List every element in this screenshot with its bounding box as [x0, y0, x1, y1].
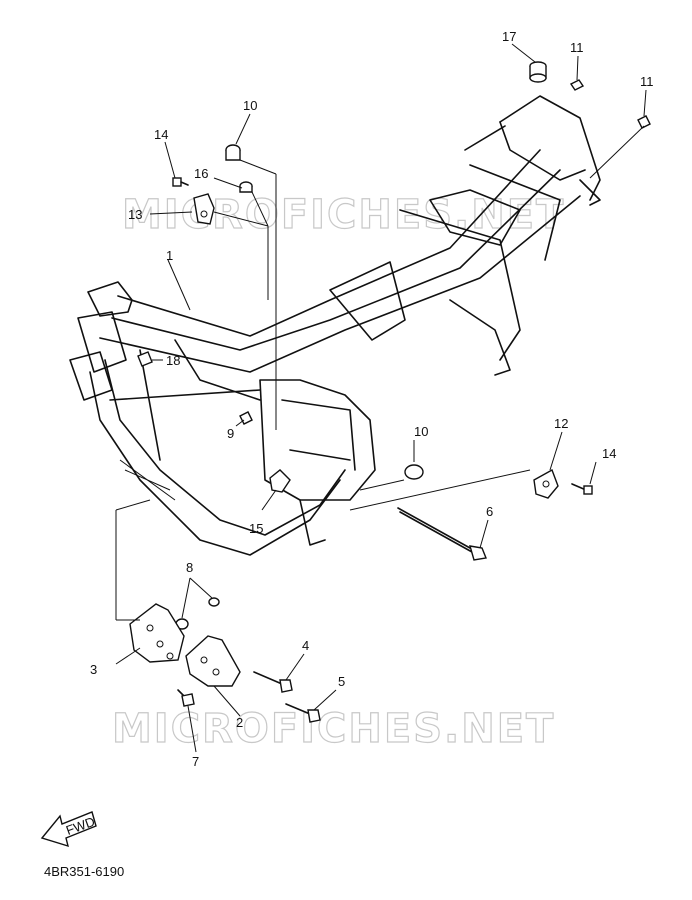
callout-13: 13	[128, 207, 142, 222]
callout-14-upper: 14	[154, 127, 168, 142]
callout-15: 15	[249, 521, 263, 536]
part-10-collar-b	[404, 464, 424, 480]
callout-11-left: 11	[570, 40, 584, 55]
part-13-bracket	[193, 193, 215, 225]
fwd-arrow: FWD	[40, 811, 97, 848]
watermark-bottom: MICROFICHES.NET	[112, 706, 555, 752]
callout-9: 9	[227, 426, 234, 441]
callout-2: 2	[236, 715, 243, 730]
part-18-clip	[137, 351, 153, 367]
part-2-engine-bracket	[185, 635, 241, 687]
callout-16: 16	[194, 166, 208, 181]
part-10-collar-a	[225, 144, 241, 161]
callout-8: 8	[186, 560, 193, 575]
callouts: 1 2 3 4 5 6 7 8 9 10 10 11 11 12 13 14 1…	[90, 29, 654, 769]
fwd-label: FWD	[64, 814, 97, 838]
callout-12: 12	[554, 416, 568, 431]
part-4-bolt	[253, 671, 293, 693]
part-16-collar	[239, 181, 253, 193]
part-11-cap-a	[569, 79, 585, 91]
main-frame	[69, 95, 601, 556]
part-14-bolt-a	[172, 177, 189, 187]
part-3-engine-bracket	[129, 603, 185, 663]
part-11-cap-b	[637, 115, 651, 129]
part-7-bolt	[177, 689, 195, 707]
callout-5: 5	[338, 674, 345, 689]
callout-14-lower: 14	[602, 446, 616, 461]
callout-6: 6	[486, 504, 493, 519]
part-17-damper	[529, 61, 547, 83]
callout-17: 17	[502, 29, 516, 44]
callout-10-upper: 10	[243, 98, 257, 113]
callout-11-right: 11	[640, 74, 654, 89]
leader-lines	[115, 43, 647, 753]
callout-1: 1	[166, 248, 173, 263]
callout-7: 7	[192, 754, 199, 769]
part-15-bracket	[269, 469, 291, 493]
part-14-bolt-b	[571, 483, 593, 495]
part-8-collars	[175, 597, 220, 630]
callout-10-lower: 10	[414, 424, 428, 439]
callout-3: 3	[90, 662, 97, 677]
part-6-long-bolt	[397, 507, 487, 561]
figure-code: 4BR351-6190	[44, 864, 124, 879]
callout-18: 18	[166, 353, 180, 368]
watermark-top: MICROFICHES.NET	[122, 192, 565, 238]
part-12-bracket	[533, 468, 559, 499]
callout-4: 4	[302, 638, 309, 653]
